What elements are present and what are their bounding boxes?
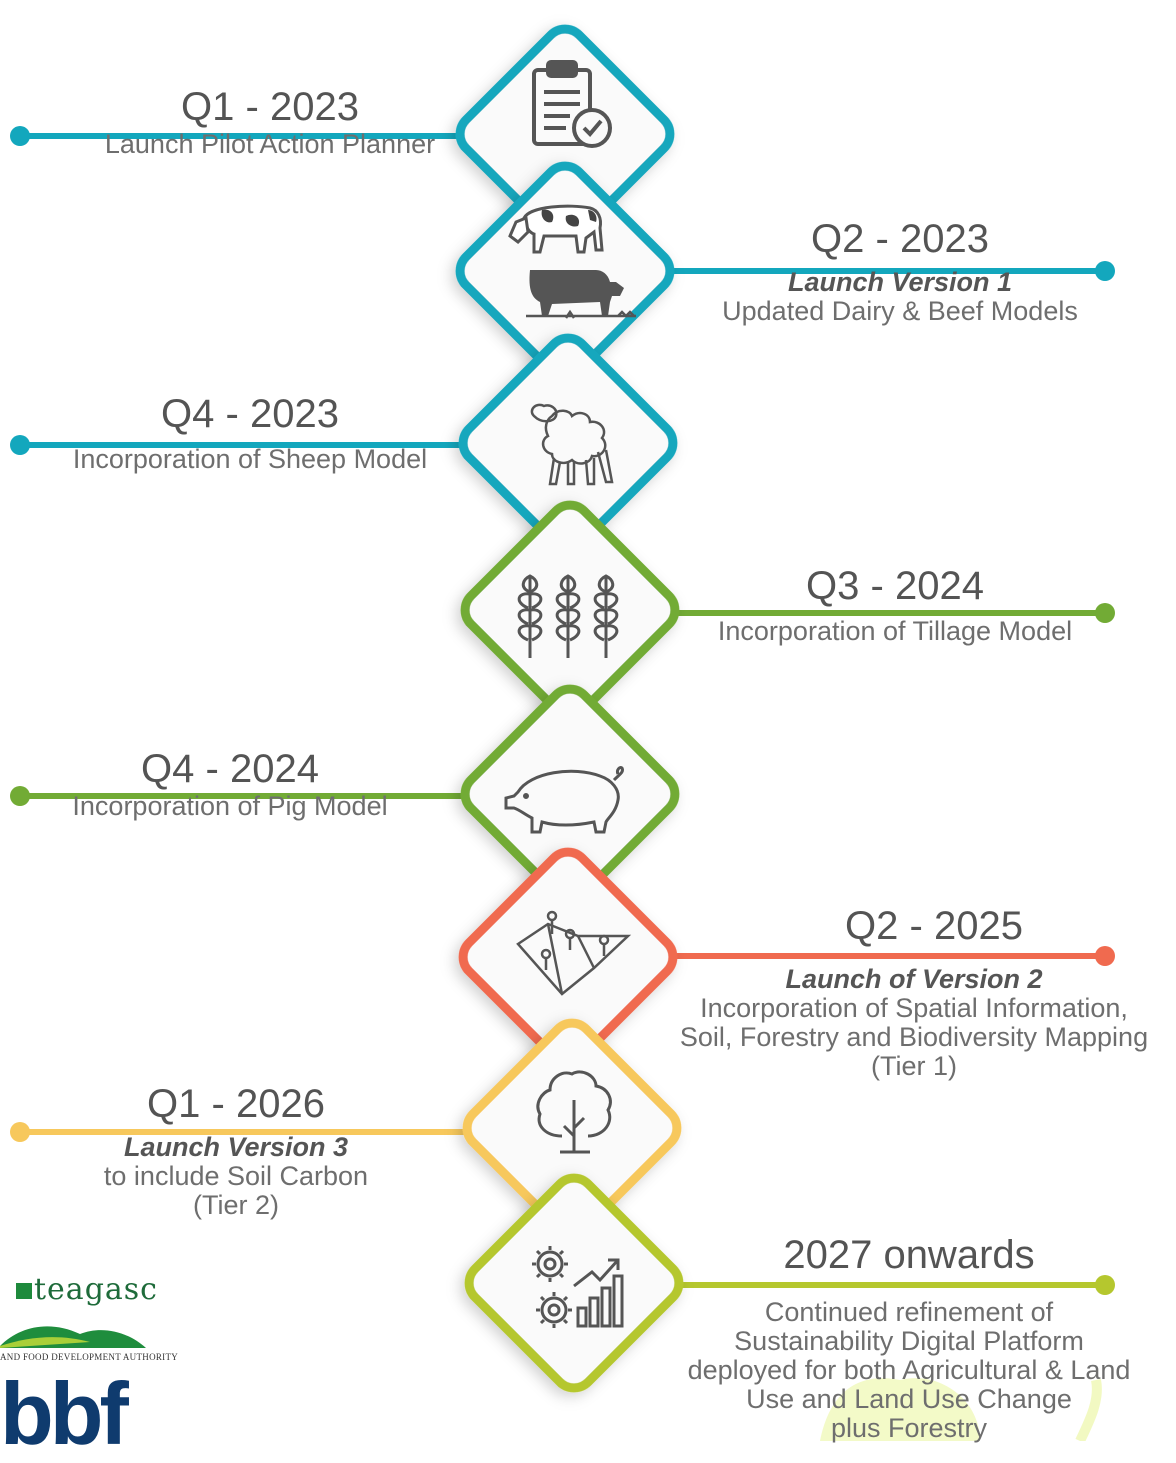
milestone-q4-2024: Q4 - 2024 Incorporation of Pig Model bbox=[30, 746, 430, 821]
milestone-connectors bbox=[10, 126, 1115, 1295]
diamond-q4-2023 bbox=[458, 333, 678, 553]
milestone-date: Q4 - 2024 bbox=[141, 747, 319, 791]
milestone-description: Incorporation of Tillage Model bbox=[717, 616, 1073, 646]
teagasc-logo-mark bbox=[16, 1283, 32, 1299]
milestone-description: to include Soil Carbon bbox=[103, 1161, 369, 1191]
bbf-logo: bbf bbox=[0, 1364, 129, 1463]
connector-dot-q1-2026 bbox=[10, 1122, 30, 1142]
connector-dot-q1-2023 bbox=[10, 126, 30, 146]
milestone-description-line-4: Use and Land Use Change bbox=[746, 1384, 1072, 1414]
milestone-date: 2027 onwards bbox=[783, 1233, 1035, 1277]
connector-dot-q2-2023 bbox=[1095, 261, 1115, 281]
milestone-description-line-2: Soil, Forestry and Biodiversity Mapping bbox=[679, 1022, 1149, 1052]
milestone-version-label: Launch Version 1 bbox=[787, 267, 1013, 297]
gears-growth-icon bbox=[532, 1246, 624, 1328]
milestone-description-line-3: deployed for both Agricultural & Land bbox=[687, 1355, 1131, 1385]
milestone-description: Incorporation of Spatial Information, bbox=[700, 993, 1128, 1023]
milestone-q2-2025: Q2 - 2025 Launch of Version 2 Incorporat… bbox=[656, 903, 1172, 1081]
milestone-description: Incorporation of Pig Model bbox=[72, 791, 388, 821]
milestone-description: Incorporation of Sheep Model bbox=[72, 444, 428, 474]
milestone-description: Continued refinement of bbox=[764, 1297, 1054, 1327]
wheat-icon bbox=[517, 574, 619, 658]
milestone-date: Q3 - 2024 bbox=[806, 564, 984, 608]
milestone-date: Q1 - 2023 bbox=[181, 85, 359, 129]
clipboard-check-icon bbox=[532, 60, 612, 148]
milestone-date: Q1 - 2026 bbox=[147, 1082, 325, 1126]
milestone-date: Q2 - 2023 bbox=[811, 217, 989, 261]
milestone-description-line-5: plus Forestry bbox=[830, 1413, 988, 1443]
pig-icon bbox=[504, 766, 624, 834]
milestone-q1-2023: Q1 - 2023 Launch Pilot Action Planner bbox=[60, 84, 480, 159]
cattle-icon bbox=[508, 204, 636, 319]
milestone-q3-2024: Q3 - 2024 Incorporation of Tillage Model bbox=[690, 563, 1100, 646]
diamond-q1-2026 bbox=[462, 1018, 682, 1238]
teagasc-logo-text: teagasc bbox=[34, 1272, 158, 1307]
connector-dot-2027 bbox=[1095, 1275, 1115, 1295]
milestone-description-line-2: (Tier 2) bbox=[193, 1190, 279, 1220]
tree-icon bbox=[536, 1070, 612, 1154]
diamond-q2-2025 bbox=[458, 847, 678, 1067]
milestone-q4-2023: Q4 - 2023 Incorporation of Sheep Model bbox=[35, 391, 465, 474]
connector-dot-q4-2024 bbox=[10, 786, 30, 806]
milestone-version-label: Launch Version 3 bbox=[123, 1132, 349, 1162]
milestone-description: Updated Dairy & Beef Models bbox=[722, 296, 1078, 326]
diamond-2027 bbox=[464, 1173, 684, 1393]
milestone-description-line-2: Sustainability Digital Platform bbox=[734, 1326, 1084, 1356]
decorative-stem-icon bbox=[1075, 1379, 1102, 1441]
milestone-description-line-3: (Tier 1) bbox=[871, 1051, 957, 1081]
milestone-q2-2023: Q2 - 2023 Launch Version 1 Updated Dairy… bbox=[690, 216, 1110, 326]
milestone-date: Q4 - 2023 bbox=[161, 392, 339, 436]
teagasc-logo-subtitle: AND FOOD DEVELOPMENT AUTHORITY bbox=[0, 1352, 179, 1362]
diamond-q1-2023 bbox=[455, 24, 675, 244]
milestone-date: Q2 - 2025 bbox=[845, 904, 1023, 948]
beef-cow-icon bbox=[526, 270, 636, 319]
dairy-cow-icon bbox=[508, 204, 604, 254]
map-pins-icon bbox=[516, 910, 632, 996]
connector-dot-q2-2025 bbox=[1095, 946, 1115, 966]
milestone-description: Launch Pilot Action Planner bbox=[104, 129, 436, 159]
teagasc-logo: teagasc bbox=[16, 1272, 158, 1307]
decorative-leaf-icon bbox=[820, 1378, 980, 1441]
teagasc-hills-icon bbox=[0, 1326, 146, 1348]
milestone-version-label: Launch of Version 2 bbox=[785, 964, 1043, 994]
sheep-icon bbox=[530, 403, 614, 486]
connector-dot-q4-2023 bbox=[10, 435, 30, 455]
milestone-2027: 2027 onwards Continued refinement of Sus… bbox=[656, 1232, 1162, 1443]
connector-dot-q3-2024 bbox=[1095, 603, 1115, 623]
milestone-q1-2026: Q1 - 2026 Launch Version 3 to include So… bbox=[56, 1081, 416, 1220]
diamond-q4-2024 bbox=[460, 684, 680, 904]
